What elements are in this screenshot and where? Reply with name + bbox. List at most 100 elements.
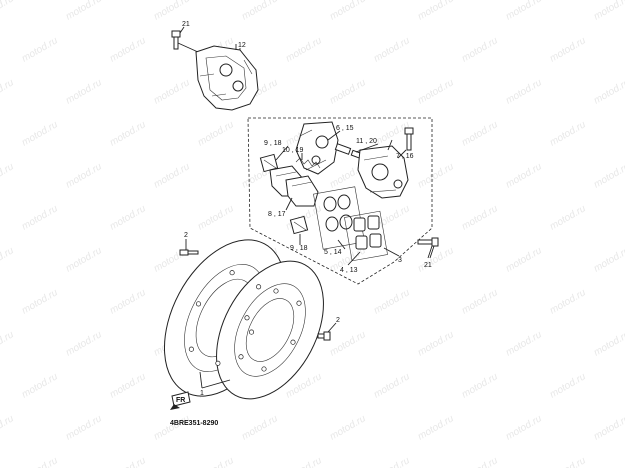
watermark-text: motod.ru <box>548 35 588 64</box>
watermark-text: motod.ru <box>548 371 588 400</box>
watermark-text: motod.ru <box>460 455 500 468</box>
watermark-text: motod.ru <box>108 203 148 232</box>
watermark-text: motod.ru <box>64 161 104 190</box>
watermark-text: motod.ru <box>20 287 60 316</box>
callout-21-top: 21 <box>182 21 190 28</box>
disc-bolt-hole <box>229 270 235 276</box>
watermark-text: motod.ru <box>416 245 456 274</box>
disc-bolt-2-left <box>179 249 199 256</box>
watermark-text: motod.ru <box>108 455 148 468</box>
watermark-text: motod.ru <box>592 77 625 106</box>
callout-5-14: 5 , 14 <box>324 249 342 256</box>
piston-seals-5-14 <box>313 186 365 250</box>
watermark-text: motod.ru <box>0 329 16 358</box>
disc-bolt-hole <box>195 301 202 307</box>
watermark-text: motod.ru <box>0 77 16 106</box>
watermark-text: motod.ru <box>152 77 192 106</box>
watermark-text: motod.ru <box>416 413 456 442</box>
watermark-text: motod.ru <box>20 35 60 64</box>
brake-pads-8-17 <box>269 165 319 207</box>
callout-4-13: 4 , 13 <box>340 267 358 274</box>
watermark-text: motod.ru <box>64 0 104 23</box>
watermark-text: motod.ru <box>460 203 500 232</box>
watermark-text: motod.ru <box>592 161 625 190</box>
leader-lines <box>179 26 433 389</box>
watermark-text: motod.ru <box>416 161 456 190</box>
watermark-text: motod.ru <box>240 413 280 442</box>
disc-bolt-hole <box>238 354 244 360</box>
watermark-text: motod.ru <box>504 0 544 23</box>
watermark-text: motod.ru <box>548 203 588 232</box>
watermark-text: motod.ru <box>64 413 104 442</box>
bolt-21-top <box>171 30 199 53</box>
watermark-text: motod.ru <box>64 245 104 274</box>
watermark-text: motod.ru <box>592 245 625 274</box>
disc-bolt-hole <box>244 315 250 321</box>
front-tag-label: FR <box>176 397 185 404</box>
watermark-text: motod.ru <box>20 371 60 400</box>
watermark-text: motod.ru <box>504 245 544 274</box>
watermark-text: motod.ru <box>196 119 236 148</box>
brake-disc-right <box>216 260 324 400</box>
watermark-text: motod.ru <box>20 119 60 148</box>
callout-8-17: 8 , 17 <box>268 211 286 218</box>
watermark-text: motod.ru <box>328 413 368 442</box>
disc-bolt-hole <box>248 329 255 335</box>
callout-9-18-top: 9 , 18 <box>264 140 282 147</box>
disc-bolt-hole <box>256 284 262 290</box>
pad-9-18-lower <box>289 215 309 235</box>
callout-21-right: 21 <box>424 262 432 269</box>
watermark-text: motod.ru <box>460 287 500 316</box>
watermark-text: motod.ru <box>284 455 324 468</box>
watermark-text: motod.ru <box>108 287 148 316</box>
watermark-text: motod.ru <box>504 77 544 106</box>
watermark-text: motod.ru <box>504 413 544 442</box>
watermark-text: motod.ru <box>0 413 16 442</box>
callout-7-16: 7 , 16 <box>396 153 414 160</box>
watermark-text: motod.ru <box>240 0 280 23</box>
caliper-bracket-12 <box>195 44 259 111</box>
callout-1: 1 <box>200 390 204 397</box>
watermark-text: motod.ru <box>64 329 104 358</box>
watermark-text: motod.ru <box>328 329 368 358</box>
pistons-4-13 <box>344 210 388 262</box>
watermark-text: motod.ru <box>592 329 625 358</box>
callout-11-20: 11 , 20 <box>356 138 377 145</box>
watermark-text: motod.ru <box>416 0 456 23</box>
watermark-text: motod.ru <box>64 77 104 106</box>
caliper-body-7-16 <box>357 145 409 199</box>
watermark-text: motod.ru <box>460 119 500 148</box>
caliper-half-6-15 <box>295 121 339 175</box>
disc-bolt-holes <box>188 270 302 372</box>
callout-2-right: 2 <box>336 317 340 324</box>
watermark-text: motod.ru <box>152 0 192 23</box>
bolt-21-right <box>417 237 439 259</box>
watermark-text: motod.ru <box>548 119 588 148</box>
disc-bolt-hole <box>273 288 279 294</box>
watermark-text: motod.ru <box>20 455 60 468</box>
bolt-7-16 <box>404 127 414 151</box>
watermark-text: motod.ru <box>108 119 148 148</box>
watermark-text: motod.ru <box>416 329 456 358</box>
watermark-text: motod.ru <box>284 35 324 64</box>
watermark-text: motod.ru <box>328 77 368 106</box>
watermark-text: motod.ru <box>0 0 16 23</box>
watermark-text: motod.ru <box>504 161 544 190</box>
diagram-code: 4BRE351-8290 <box>170 420 218 427</box>
disc-bolt-hole <box>215 360 221 366</box>
watermark-text: motod.ru <box>372 371 412 400</box>
watermark-text: motod.ru <box>0 161 16 190</box>
watermark-text: motod.ru <box>0 245 16 274</box>
watermark-text: motod.ru <box>328 0 368 23</box>
disc-bolt-hole <box>290 339 296 345</box>
watermark-text: motod.ru <box>460 35 500 64</box>
watermark-text: motod.ru <box>108 35 148 64</box>
watermark-text: motod.ru <box>592 413 625 442</box>
watermark-text: motod.ru <box>196 455 236 468</box>
watermark-text: motod.ru <box>108 371 148 400</box>
disc-bolt-2-right <box>317 331 331 341</box>
watermark-text: motod.ru <box>372 287 412 316</box>
watermark-text: motod.ru <box>152 413 192 442</box>
callout-9-18-bottom: 9 , 18 <box>290 245 308 252</box>
